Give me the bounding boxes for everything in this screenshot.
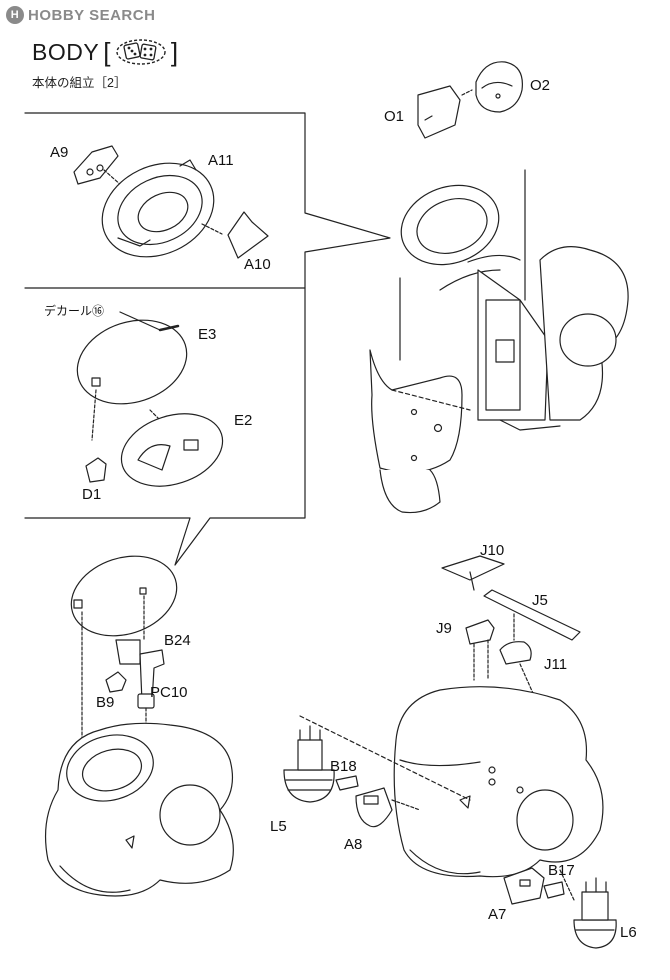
title-close-bracket: ]: [170, 37, 179, 67]
part-a7: [503, 867, 545, 905]
upper-front-shell: [369, 349, 471, 514]
label-j10: J10: [480, 542, 505, 559]
lower-left-body: [44, 722, 234, 897]
label-j5: J5: [532, 592, 548, 609]
part-e-canopy-lower: [70, 555, 178, 637]
label-b17: B17: [548, 862, 575, 879]
label-b18: B18: [330, 758, 357, 775]
title-text: BODY: [32, 38, 100, 65]
label-l6: L6: [620, 924, 637, 941]
label-e2: E2: [234, 412, 253, 429]
label-o1: O1: [384, 108, 405, 125]
label-a9: A9: [50, 144, 69, 161]
watermark-logo-icon: H: [6, 6, 24, 24]
page-subtitle: 本体の組立［2］: [32, 76, 127, 90]
lower-right-body: [393, 686, 604, 878]
label-b24: B24: [164, 632, 191, 649]
label-a8: A8: [344, 836, 363, 853]
label-j9: J9: [436, 620, 452, 637]
label-a10: A10: [244, 256, 271, 273]
part-b9: [105, 671, 127, 693]
part-l5: [283, 725, 335, 803]
part-e2-base: [120, 413, 224, 487]
upper-body-assembly: [399, 169, 629, 431]
label-decal: デカール⑯: [44, 304, 105, 318]
label-o2: O2: [530, 77, 551, 94]
label-j11: J11: [544, 656, 568, 673]
part-o1-visor: [417, 85, 461, 139]
label-e3: E3: [198, 326, 217, 343]
label-pc10: PC10: [150, 684, 188, 701]
label-a11: A11: [208, 152, 234, 169]
part-l6: [573, 877, 617, 949]
label-d1: D1: [82, 486, 102, 503]
part-j9: [465, 619, 495, 645]
title-open-bracket: [: [103, 37, 111, 67]
watermark: H HOBBY SEARCH: [6, 4, 155, 26]
part-e3-canopy: [76, 319, 188, 405]
dice-glue-icon: [116, 39, 166, 65]
label-l5: L5: [270, 818, 287, 835]
part-a11-cockpit-ring: [101, 159, 215, 258]
page-title: BODY [ ]: [32, 38, 179, 66]
part-j10: [441, 555, 505, 591]
part-a9: [73, 145, 119, 185]
part-d1: [85, 457, 107, 483]
decal-leader: [119, 311, 161, 331]
part-b17: [543, 881, 565, 899]
part-b18: [335, 775, 359, 791]
watermark-text: HOBBY SEARCH: [28, 6, 156, 24]
label-b9: B9: [96, 694, 115, 711]
label-a7: A7: [488, 906, 507, 923]
part-j11: [499, 641, 532, 665]
part-o2-head: [475, 61, 523, 113]
part-a8: [355, 787, 393, 828]
part-a10: [227, 211, 269, 259]
part-j5: [483, 589, 581, 641]
